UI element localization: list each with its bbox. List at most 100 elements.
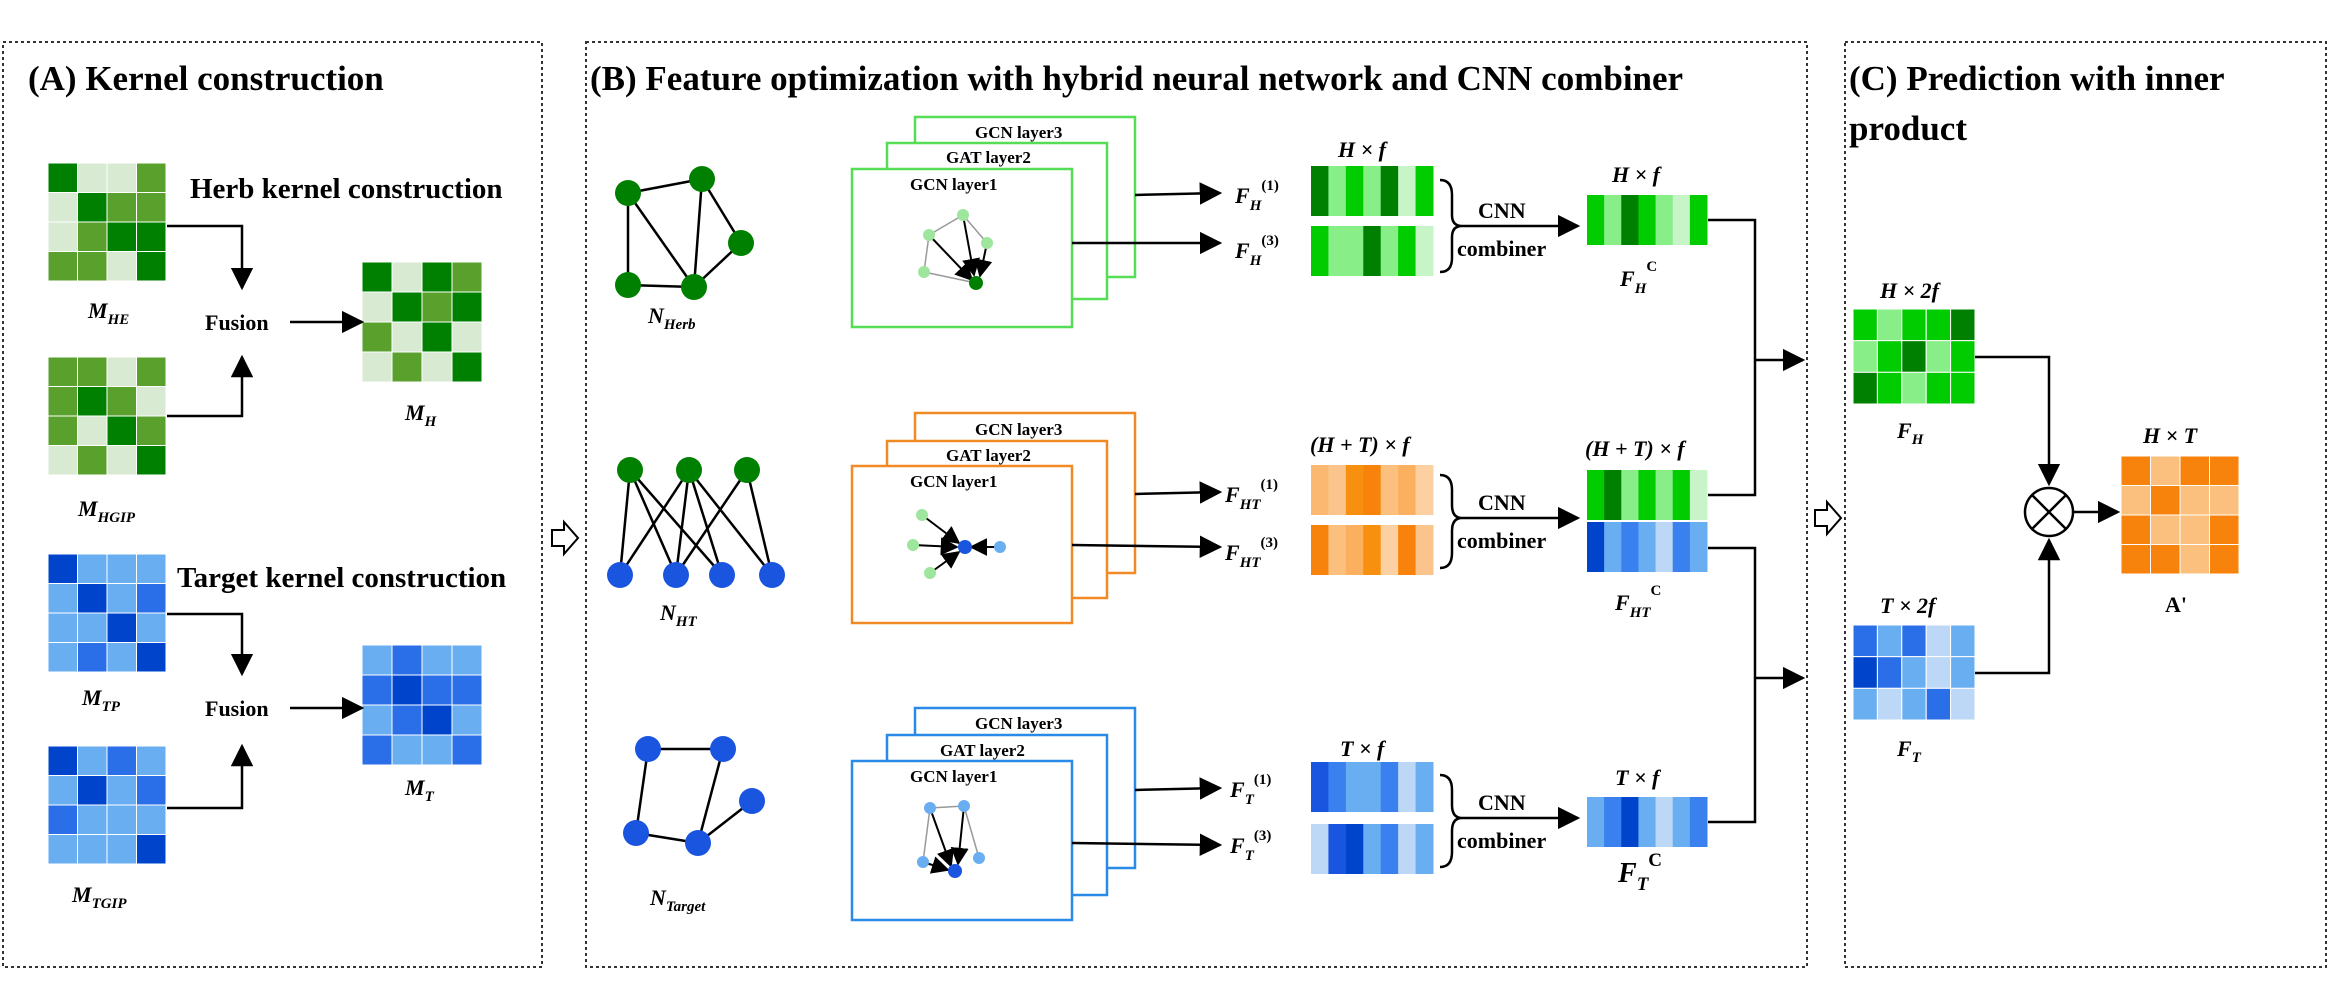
matrix-cell	[1876, 308, 1903, 342]
feature-cell	[1672, 522, 1691, 572]
f-ht-c-label: FHTC	[1614, 583, 1661, 621]
matrix-cell	[1925, 340, 1952, 373]
herb-node	[681, 274, 707, 300]
f-t-matrix	[1852, 624, 1976, 721]
layer-output-arrows	[1071, 182, 1223, 856]
matrix-cell	[47, 356, 78, 387]
matrix-cell	[47, 612, 78, 643]
matrix-cell	[106, 804, 137, 835]
matrix-cell	[47, 415, 78, 446]
matrix-cell	[1901, 687, 1927, 721]
matrix-cell	[47, 804, 78, 835]
feature-cell	[1655, 522, 1674, 572]
matrix-cell	[2150, 544, 2181, 575]
feature-cell	[1380, 525, 1399, 575]
matrix-cell	[391, 291, 423, 323]
feature-cell	[1398, 525, 1417, 575]
feature-cell	[1638, 522, 1657, 572]
feature-cell	[1655, 797, 1674, 847]
panel-b-title: (B) Feature optimization with hybrid neu…	[590, 59, 1683, 98]
herb-node	[615, 180, 641, 206]
feature-cell	[1311, 166, 1329, 216]
matrix-cell	[77, 553, 108, 584]
feature-cell	[1380, 824, 1399, 874]
matrix-cell	[136, 612, 167, 643]
m-t-label: MT	[404, 775, 435, 805]
matrix-cell	[1852, 308, 1878, 342]
matrix-cell	[77, 221, 108, 252]
feature-cell	[1345, 226, 1364, 276]
matrix-cell	[2150, 485, 2181, 516]
gat-layer2-label: GAT layer2	[946, 446, 1031, 465]
feature-cell	[1311, 226, 1329, 276]
feature-cell	[1328, 226, 1347, 276]
matrix-cell	[391, 351, 423, 383]
graph-herb	[615, 166, 754, 300]
h-f-dim-label: H × f	[1337, 137, 1389, 162]
feature-cell	[1398, 762, 1417, 812]
matrix-cell	[2150, 514, 2181, 545]
feature-cell	[1415, 824, 1434, 874]
n-herb-label: NHerb	[647, 303, 696, 333]
matrix-cell	[451, 674, 483, 706]
combined-feature-connectors	[1708, 218, 1806, 824]
feature-cell	[1398, 465, 1417, 515]
gcn-layer3-label: GCN layer3	[975, 420, 1062, 439]
matrix-cell	[106, 386, 137, 417]
m-hgip-to-fusion-arrow	[167, 354, 254, 418]
matrix-cell	[1852, 371, 1878, 405]
matrix-cell	[2179, 514, 2210, 545]
feature-cell	[1672, 195, 1691, 245]
matrix-cell	[77, 804, 108, 835]
feature-cell	[1311, 525, 1329, 575]
feature-cell	[1380, 166, 1399, 216]
matrix-cell	[77, 192, 108, 223]
matrix-cell	[106, 612, 137, 643]
matrix-cell	[421, 704, 453, 736]
matrix-cell	[361, 291, 393, 323]
matrix-cell	[2209, 485, 2240, 516]
matrix-cell	[47, 192, 78, 223]
herb-kernel-title: Herb kernel construction	[190, 173, 503, 205]
feature-cell	[1398, 226, 1417, 276]
m-tp-to-fusion-arrow	[167, 612, 254, 677]
feature-bar-fht3	[1311, 525, 1434, 575]
target-node	[635, 736, 661, 762]
gcn-layer3-label: GCN layer3	[975, 123, 1062, 142]
feature-bar-fhtc-target	[1587, 522, 1708, 572]
feature-cell	[1345, 824, 1364, 874]
feature-cell	[1311, 824, 1329, 874]
gcn-layer1-label: GCN layer1	[910, 472, 997, 491]
matrix-cell	[47, 221, 78, 252]
matrix-cell	[1876, 687, 1903, 721]
matrix-cell	[451, 321, 483, 353]
tc-f-dim-label: T × f	[1615, 765, 1662, 790]
matrix-cell	[77, 415, 108, 446]
feature-cell	[1328, 762, 1347, 812]
target-node	[685, 830, 711, 856]
panel-c-title-line2: product	[1849, 109, 1967, 148]
feature-cell	[1604, 195, 1622, 245]
matrix-cell	[77, 745, 108, 776]
herb-node	[728, 230, 754, 256]
feature-cell	[1311, 465, 1329, 515]
feature-bar-fhtc-herb	[1587, 470, 1708, 520]
feature-cell	[1363, 525, 1382, 575]
matrix-cell	[1950, 340, 1976, 373]
feature-cell	[1363, 824, 1382, 874]
matrix-cell	[361, 261, 393, 293]
matrix-cell	[136, 192, 167, 223]
matrix-cell	[77, 445, 108, 476]
matrix-cell	[77, 834, 108, 865]
fusion-label-target: Fusion	[205, 696, 269, 721]
matrix-cell	[2120, 514, 2151, 545]
matrix-cell	[1852, 687, 1878, 721]
matrix-cell	[421, 734, 453, 766]
f-h-matrix	[1852, 308, 1976, 405]
matrix-cell	[136, 445, 167, 476]
cnn-label-1: CNN	[1478, 198, 1526, 223]
matrix-cell	[1925, 656, 1952, 689]
gcn-layer3-label: GCN layer3	[975, 714, 1062, 733]
feature-cell	[1689, 797, 1708, 847]
matrix-cell	[361, 704, 393, 736]
